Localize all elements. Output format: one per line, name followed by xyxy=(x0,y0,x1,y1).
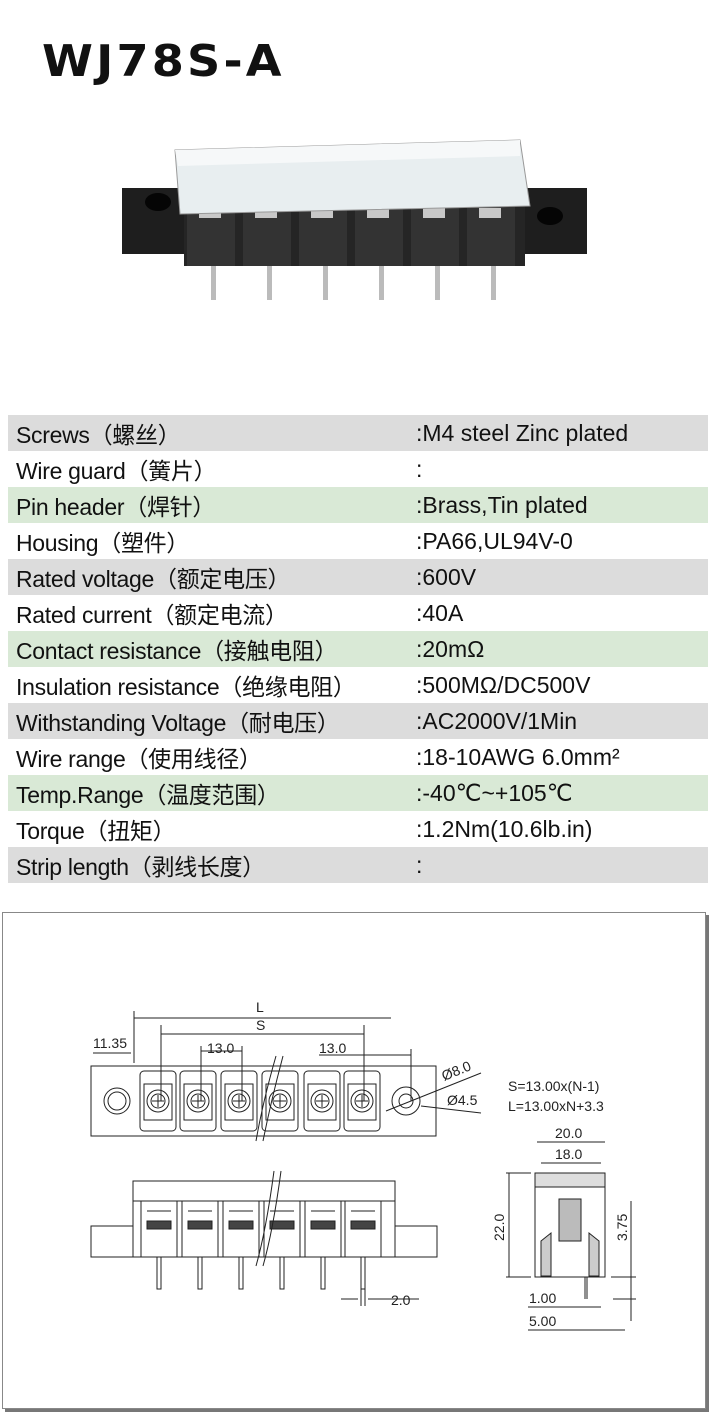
spec-label: Strip length（剥线长度） xyxy=(16,854,265,880)
spec-row: Rated current（额定电流） :40A xyxy=(8,595,708,631)
dim-pitch-2: 13.0 xyxy=(319,1040,346,1056)
dim-1-00: 1.00 xyxy=(529,1290,556,1306)
spec-value: :AC2000V/1Min xyxy=(416,707,578,734)
screw xyxy=(220,1070,258,1132)
dim-5-00: 5.00 xyxy=(529,1313,556,1329)
spec-label: Insulation resistance（绝缘电阻） xyxy=(16,674,356,700)
spec-row: Torque（扭矩） :1.2Nm(10.6lb.in) xyxy=(8,811,708,847)
pin-cell xyxy=(181,1200,219,1290)
spec-row: Contact resistance（接触电阻） :20mΩ xyxy=(8,631,708,667)
screw xyxy=(179,1070,217,1132)
terminal-cell xyxy=(299,206,347,300)
spec-label: Rated voltage（额定电压） xyxy=(16,566,291,592)
spec-value: :1.2Nm(10.6lb.in) xyxy=(416,815,593,842)
spec-value: :600V xyxy=(416,563,477,590)
spec-label: Wire range（使用线径） xyxy=(16,746,262,772)
spec-value: :40A xyxy=(416,599,464,626)
screw xyxy=(343,1070,381,1132)
spec-row: Housing（塑件） :PA66,UL94V-0 xyxy=(8,523,708,559)
terminal-cell xyxy=(411,206,459,300)
spec-row: Wire guard（簧片）: xyxy=(8,451,708,487)
spec-row: Insulation resistance（绝缘电阻） :500MΩ/DC500V xyxy=(8,667,708,703)
spec-value: : xyxy=(416,455,423,482)
dim-height-22: 22.0 xyxy=(491,1214,507,1241)
spec-row: Screws（螺丝） :M4 steel Zinc plated xyxy=(8,415,708,451)
mount-hole-right xyxy=(537,207,563,225)
spec-value: :Brass,Tin plated xyxy=(416,491,588,518)
formula-l: L=13.00xN+3.3 xyxy=(508,1098,604,1114)
spec-value: :M4 steel Zinc plated xyxy=(416,419,629,446)
top-view xyxy=(90,1055,437,1142)
spec-value: : xyxy=(416,851,423,878)
pin-cell xyxy=(263,1200,301,1290)
spec-label: Housing（塑件） xyxy=(16,530,190,556)
spec-value: :-40℃~+105℃ xyxy=(416,779,573,806)
spec-value: :20mΩ xyxy=(416,635,485,662)
dim-L: L xyxy=(256,999,264,1015)
product-photo xyxy=(122,139,587,300)
side-view xyxy=(534,1172,606,1299)
dim-S: S xyxy=(256,1017,265,1033)
mount-hole-left xyxy=(145,193,171,211)
dim-hole-outer: Ø8.0 xyxy=(439,1057,473,1083)
pin-cell xyxy=(222,1200,260,1290)
product-title: WJ78S-A xyxy=(42,36,285,87)
pin-cell xyxy=(344,1200,382,1290)
screw xyxy=(261,1070,299,1132)
terminal-cell xyxy=(467,206,515,300)
formula-s: S=13.00x(N-1) xyxy=(508,1078,599,1094)
spec-row: Wire range（使用线径） :18-10AWG 6.0mm² xyxy=(8,739,708,775)
spec-value: :500MΩ/DC500V xyxy=(416,671,591,698)
screw xyxy=(303,1070,341,1132)
screw xyxy=(139,1070,177,1132)
pin-cell xyxy=(140,1200,178,1290)
spec-label: Torque（扭矩） xyxy=(16,818,176,844)
spec-label: Withstanding Voltage（耐电压） xyxy=(16,710,340,736)
spec-row: Pin header（焊针） :Brass,Tin plated xyxy=(8,487,708,523)
dim-width-20: 20.0 xyxy=(555,1125,582,1141)
dim-pitch-1: 13.0 xyxy=(207,1040,234,1056)
spec-row: Strip length（剥线长度）: xyxy=(8,847,708,883)
spec-value: :PA66,UL94V-0 xyxy=(416,527,573,554)
spec-row: Withstanding Voltage（耐电压） :AC2000V/1Min xyxy=(8,703,708,739)
terminal-cell xyxy=(243,206,291,300)
spec-label: Screws（螺丝） xyxy=(16,422,181,448)
dim-11-35: 11.35 xyxy=(93,1035,127,1051)
dim-pin-2-0: 2.0 xyxy=(391,1292,411,1308)
spec-row: Rated voltage（额定电压） :600V xyxy=(8,559,708,595)
front-view xyxy=(90,1170,438,1290)
spec-label: Contact resistance（接触电阻） xyxy=(16,638,338,664)
spec-label: Rated current（额定电流） xyxy=(16,602,288,628)
pin-cell xyxy=(304,1200,342,1290)
terminal-cell xyxy=(187,206,235,300)
dim-hole-inner: Ø4.5 xyxy=(447,1092,478,1108)
dim-3-75: 3.75 xyxy=(614,1214,630,1241)
spec-value: :18-10AWG 6.0mm² xyxy=(416,743,620,770)
terminal-cell xyxy=(355,206,403,300)
spec-label: Temp.Range（温度范围） xyxy=(16,782,280,808)
technical-drawing: L S 11.35 13.0 13.0 Ø8.0 Ø4.5 S=13.00x(N… xyxy=(2,912,706,1409)
spec-row: Temp.Range（温度范围） :-40℃~+105℃ xyxy=(8,775,708,811)
dim-width-18: 18.0 xyxy=(555,1146,582,1162)
spec-label: Pin header（焊针） xyxy=(16,494,216,520)
spec-label: Wire guard（簧片） xyxy=(16,458,217,484)
